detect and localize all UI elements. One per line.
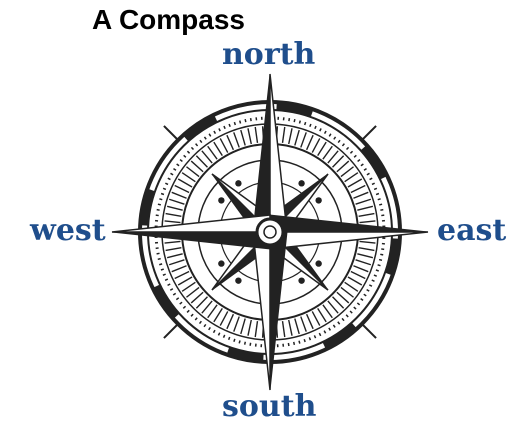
quadrant-dot — [315, 197, 321, 203]
quadrant-dot — [298, 277, 304, 283]
compass-rose — [112, 74, 428, 390]
quadrant-dot — [218, 197, 224, 203]
center-ring — [257, 219, 283, 245]
quadrant-dot — [315, 260, 321, 266]
quadrant-dot — [235, 180, 241, 186]
south-label: south — [222, 392, 316, 422]
quadrant-dot — [218, 260, 224, 266]
west-label: west — [30, 216, 106, 246]
east-label: east — [437, 216, 506, 246]
quadrant-dot — [235, 277, 241, 283]
quadrant-dot — [298, 180, 304, 186]
north-label: north — [222, 40, 315, 70]
